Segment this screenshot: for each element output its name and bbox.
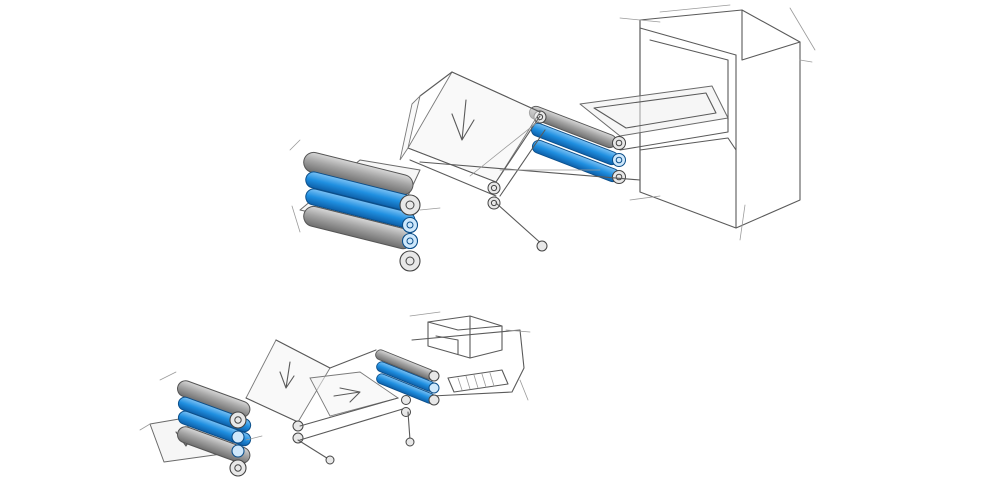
flow-arrow-icon <box>451 99 475 141</box>
back-roller-stack-icon <box>528 105 626 184</box>
conveyor-grid-icon <box>447 369 509 393</box>
flow-arrow-icon-bottom <box>279 361 295 389</box>
top-film-web-icon <box>399 71 641 252</box>
flow-arrow-icon-right <box>333 387 361 403</box>
bottom-front-roller-stack-icon <box>139 371 263 477</box>
bottom-back-roller-stack-icon <box>375 349 440 406</box>
front-roller-stack-icon <box>289 139 441 272</box>
bottom-assembly <box>139 311 531 477</box>
small-oven-box-icon <box>409 311 531 401</box>
oven-box-icon <box>619 4 816 241</box>
bottom-film-web-icon <box>245 339 415 465</box>
top-assembly <box>289 4 816 272</box>
